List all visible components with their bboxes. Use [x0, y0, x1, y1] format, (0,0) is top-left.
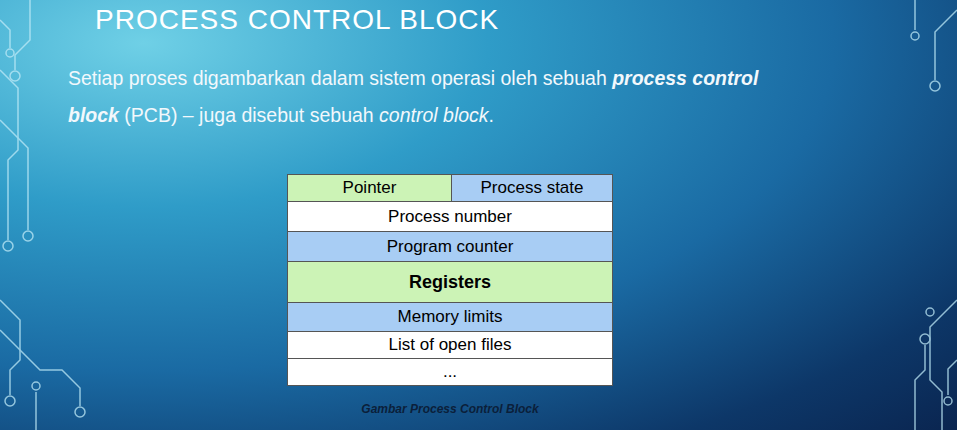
field-label: Pointer: [343, 178, 397, 198]
pcb-field: Memory limits: [287, 302, 613, 332]
field-label: Program counter: [387, 237, 514, 257]
pcb-field: Process number: [287, 201, 613, 232]
pcb-field: Process state: [451, 174, 613, 202]
pcb-field: Registers: [287, 261, 613, 303]
pcb-field: ...: [287, 358, 613, 386]
figure-caption: Gambar Process Control Block: [287, 402, 613, 416]
pcb-field: List of open files: [287, 331, 613, 359]
field-label: Process state: [481, 178, 584, 198]
body-paragraph: Setiap proses digambarkan dalam sistem o…: [68, 60, 788, 134]
body-text: (PCB) – juga disebut sebuah: [124, 104, 373, 126]
field-label: List of open files: [389, 335, 512, 355]
field-label: Memory limits: [398, 307, 503, 327]
slide-title: PROCESS CONTROL BLOCK: [95, 4, 499, 36]
field-label: ...: [443, 362, 457, 382]
body-text: Setiap proses digambarkan dalam sistem o…: [68, 67, 607, 89]
pcb-field: Pointer: [287, 174, 452, 202]
body-text: control block: [379, 104, 488, 126]
field-label: Registers: [409, 272, 491, 293]
field-label: Process number: [388, 207, 512, 227]
pcb-field: Program counter: [287, 231, 613, 262]
body-text: .: [489, 104, 494, 126]
